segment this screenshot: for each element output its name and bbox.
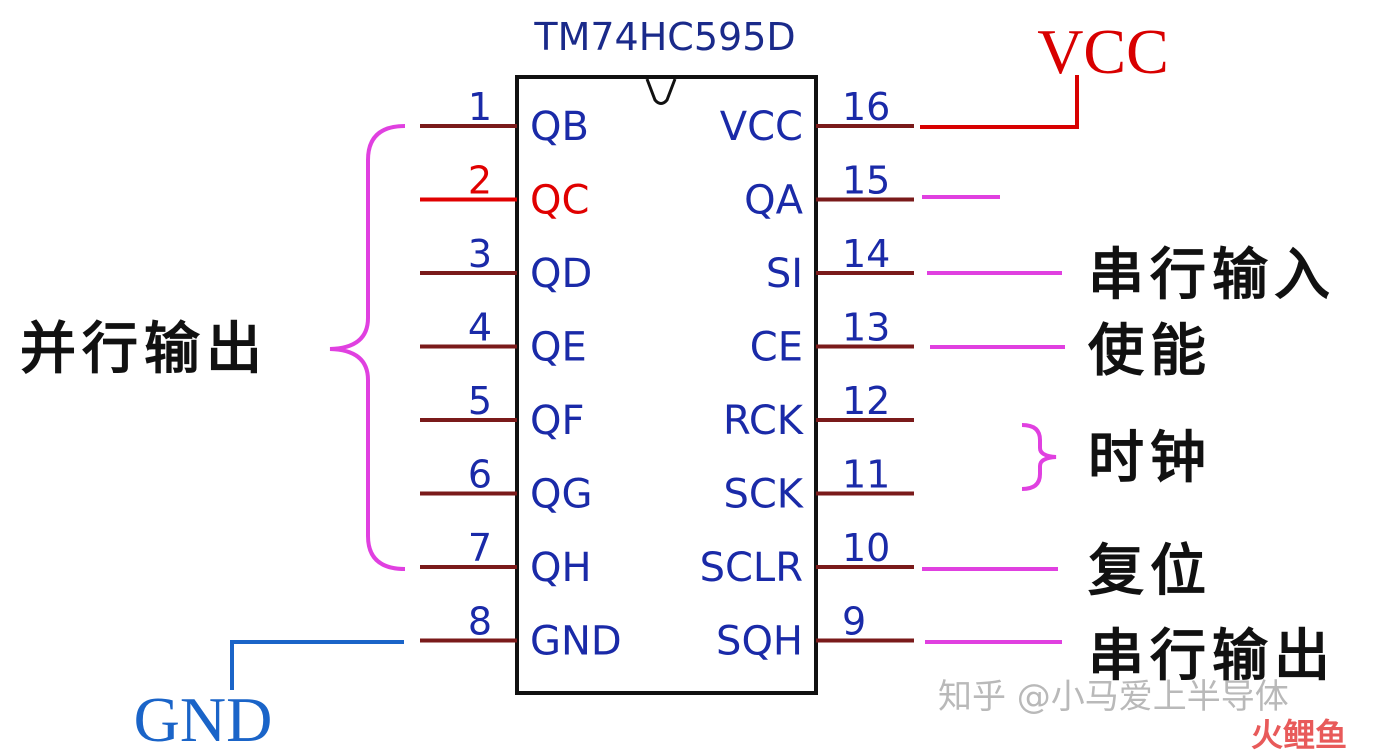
pin-1: 1 QB bbox=[420, 85, 589, 150]
vcc-net-label: VCC bbox=[1037, 16, 1169, 87]
clock-bracket bbox=[1021, 423, 1057, 491]
parallel-out-label: 并行输出 bbox=[20, 317, 268, 382]
chip-title: TM74HC595D bbox=[533, 15, 795, 59]
pin-name: QG bbox=[530, 472, 592, 518]
pin-16: 16 VCC bbox=[720, 85, 914, 150]
pin-name: SCLR bbox=[700, 545, 803, 591]
serial-out-label: 串行输出 bbox=[1088, 624, 1336, 689]
pin-name: QF bbox=[530, 398, 585, 444]
pin-number: 13 bbox=[842, 306, 890, 350]
pin-number: 1 bbox=[468, 85, 492, 129]
pin-name: SQH bbox=[716, 619, 803, 665]
watermark-text: 知乎 @小马爱上半导体 bbox=[938, 677, 1289, 717]
pin-name: QC bbox=[530, 178, 589, 224]
pin-name: RCK bbox=[723, 398, 805, 444]
gnd-wire bbox=[230, 640, 404, 690]
pin-number: 4 bbox=[468, 306, 492, 350]
watermark-logo: 火鲤鱼 bbox=[1228, 714, 1370, 754]
pin-name: QA bbox=[744, 178, 803, 224]
pin-15: 15 QA bbox=[744, 159, 914, 224]
left-pin-group: 1 QB 2 QC 3 QD 4 QE 5 QF 6 QG 7 QH 8 GND bbox=[420, 85, 622, 665]
pin-number: 15 bbox=[842, 159, 890, 203]
pin-number: 6 bbox=[468, 453, 492, 497]
vcc-wire bbox=[920, 75, 1079, 129]
pin-name: VCC bbox=[720, 104, 803, 150]
pin-8: 8 GND bbox=[420, 600, 622, 665]
clock-label: 时钟 bbox=[1088, 426, 1212, 491]
pin-name: GND bbox=[530, 619, 622, 665]
pin-number: 7 bbox=[468, 526, 492, 570]
pin-4: 4 QE bbox=[420, 306, 587, 371]
pin-6: 6 QG bbox=[420, 453, 592, 518]
enable-label: 使能 bbox=[1088, 319, 1212, 384]
pin-7: 7 QH bbox=[420, 526, 592, 591]
pin1-notch bbox=[645, 78, 677, 105]
serial-in-label: 串行输入 bbox=[1088, 243, 1336, 308]
pin-9: 9 SQH bbox=[716, 600, 914, 665]
pin-name: SCK bbox=[723, 472, 804, 518]
pin-name: QH bbox=[530, 545, 592, 591]
pin-13: 13 CE bbox=[750, 306, 914, 371]
pin-number: 2 bbox=[468, 159, 492, 203]
pin-number: 16 bbox=[842, 85, 890, 129]
pin-number: 3 bbox=[468, 232, 492, 276]
pin-number: 11 bbox=[842, 453, 890, 497]
gnd-net-label: GND bbox=[134, 684, 273, 755]
reset-label: 复位 bbox=[1088, 539, 1212, 604]
pin-12: 12 RCK bbox=[723, 379, 914, 444]
svg-text:火鲤鱼: 火鲤鱼 bbox=[1251, 716, 1347, 754]
pin-number: 5 bbox=[468, 379, 492, 423]
pin-14: 14 SI bbox=[766, 232, 914, 297]
pin-10: 10 SCLR bbox=[700, 526, 914, 591]
pin-number: 9 bbox=[842, 600, 866, 644]
pin-number: 8 bbox=[468, 600, 492, 644]
pin-11: 11 SCK bbox=[723, 453, 914, 518]
right-pin-group: 16 VCC 15 QA 14 SI 13 CE 12 RCK 11 SCK 10 SCLR 9 SQH bbox=[700, 85, 914, 665]
pin-name: QE bbox=[530, 325, 587, 371]
pin-number: 10 bbox=[842, 526, 890, 570]
pin-name: QD bbox=[530, 251, 592, 297]
pin-2: 2 QC bbox=[420, 159, 589, 224]
chip-body bbox=[515, 75, 818, 695]
pin-name: SI bbox=[766, 251, 803, 297]
pin-3: 3 QD bbox=[420, 232, 592, 297]
pin-name: CE bbox=[750, 325, 803, 371]
pin-number: 12 bbox=[842, 379, 890, 423]
parallel-out-bracket bbox=[329, 124, 406, 571]
pin-name: QB bbox=[530, 104, 589, 150]
pin-number: 14 bbox=[842, 232, 890, 276]
pin-5: 5 QF bbox=[420, 379, 585, 444]
